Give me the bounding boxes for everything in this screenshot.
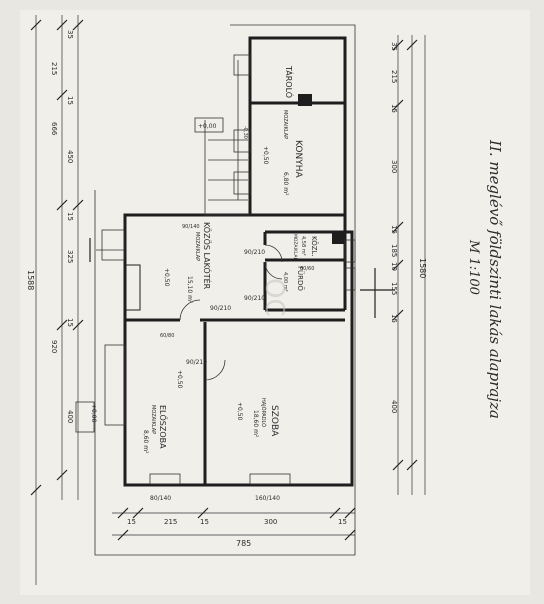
dim-right-8: 155 (390, 282, 398, 295)
door-1-label: 90/210 (210, 305, 231, 312)
right-dimension-chain: 35 215 15 300 15 185 10 155 15 400 1580 (390, 35, 427, 495)
door-2-label: 90/210 (244, 249, 265, 256)
dim-left-9: 920 (50, 340, 58, 353)
plot-boundary (94, 24, 356, 556)
fixtures (75, 54, 395, 485)
dim-right-9: 15 (390, 314, 398, 323)
room-szoba-area: 18,60 m² (252, 410, 259, 438)
room-szoba-floor: HAJÓPADLÓ (260, 398, 267, 427)
drawing-title: II. meglévő földszinti lakás alaprajza M… (466, 139, 504, 419)
room-lakoter-floor: MOZAIKLAP (194, 232, 200, 261)
room-szoba-name: SZOBA (269, 405, 279, 437)
building-outline (123, 36, 354, 487)
window-5-label: 90/140 (182, 224, 200, 230)
room-konyha-area: 6,80 m² (282, 172, 289, 196)
scale-text: M 1:100 (466, 239, 481, 295)
room-lakoter-area: 15,10 m² (186, 276, 193, 304)
room-furdo-area: 4,00 m² (282, 272, 288, 292)
dim-left-5: 450 (66, 150, 74, 163)
dim-bottom-3: 15 (200, 518, 209, 526)
window-2-label: 80/140 (150, 495, 171, 502)
door-4-label: 90/210 (186, 359, 207, 366)
window-1-label: 60/60 (300, 266, 314, 272)
room-labels: TÁROLÓ KONYHA MOZAIKLAP 6,80 m² +0,50 KÖ… (142, 65, 319, 454)
room-kozl-name: KÖZL. (310, 236, 319, 257)
room-eloszoba-name: ELŐSZOBA (158, 405, 168, 449)
dim-right-6: 185 (390, 244, 398, 257)
room-kozl-area: 4,58 m² (300, 236, 306, 256)
dim-left-2: 215 (50, 62, 58, 75)
dim-left-8: 15 (66, 318, 74, 327)
opening-labels: 90/210 90/210 90/210 90/210 60/60 80/140… (90, 123, 314, 502)
dim-bottom-4: 300 (264, 518, 277, 526)
left-dimension-chain: 35 215 15 666 450 15 325 15 920 400 1588 (26, 15, 84, 585)
room-furdo-name: FÜRDŐ (296, 266, 305, 291)
room-konyha-name: KONYHA (293, 140, 303, 178)
dim-right-7: 10 (390, 262, 398, 271)
dim-bottom-6: 785 (236, 539, 251, 548)
interior-walls (125, 230, 347, 484)
bottom-dimension-chain: 15 215 15 300 15 785 (112, 507, 356, 548)
dim-bottom-5: 15 (338, 518, 347, 526)
dim-left-11: 1588 (26, 270, 35, 290)
paper-sheet (20, 10, 530, 595)
dim-bottom-1: 15 (127, 518, 136, 526)
room-lakoter-name: KÖZÖS LAKÓTÉR (202, 222, 213, 290)
dim-bottom-2: 215 (164, 518, 177, 526)
dim-right-2: 215 (390, 70, 398, 83)
level-eloszoba: +0,50 (176, 370, 183, 389)
dim-left-10: 400 (66, 410, 74, 423)
watermark: OC (259, 278, 289, 317)
window-3-label: 60/80 (160, 333, 174, 339)
level-lakoter: +0,50 (163, 268, 170, 287)
dim-right-10: 400 (390, 400, 398, 413)
level-side-box: +0,00 (198, 123, 217, 130)
dim-right-11: 1580 (418, 258, 427, 278)
dim-right-4: 300 (390, 160, 398, 173)
dim-left-6: 15 (66, 212, 74, 221)
dim-left-4: 666 (50, 122, 58, 136)
dim-right-3: 15 (390, 104, 398, 113)
title-text: II. meglévő földszinti lakás alaprajza (486, 139, 504, 419)
dim-left-1: 35 (66, 30, 74, 39)
level-szoba: +0,50 (236, 402, 243, 421)
room-eloszoba-area: 8,60 m² (142, 430, 149, 454)
dim-right-5: 15 (390, 225, 398, 234)
window-4-label: 160/140 (255, 495, 280, 502)
room-eloszoba-floor: MOZAIKLAP (150, 405, 156, 434)
room-tarolo-name: TÁROLÓ (284, 65, 295, 98)
level-bottom-box: +0,00 (90, 404, 97, 423)
level-entry: -0,30 (242, 126, 248, 139)
dim-left-7: 325 (66, 250, 74, 263)
room-konyha-floor: MOZAIKLAP (282, 110, 288, 139)
door-3-label: 90/210 (244, 295, 265, 302)
level-konyha: +0,50 (262, 146, 269, 165)
room-kozl-floor: MOZAIKLAP (292, 234, 298, 261)
dim-left-3: 15 (66, 96, 74, 105)
dim-right-1: 35 (390, 42, 398, 51)
